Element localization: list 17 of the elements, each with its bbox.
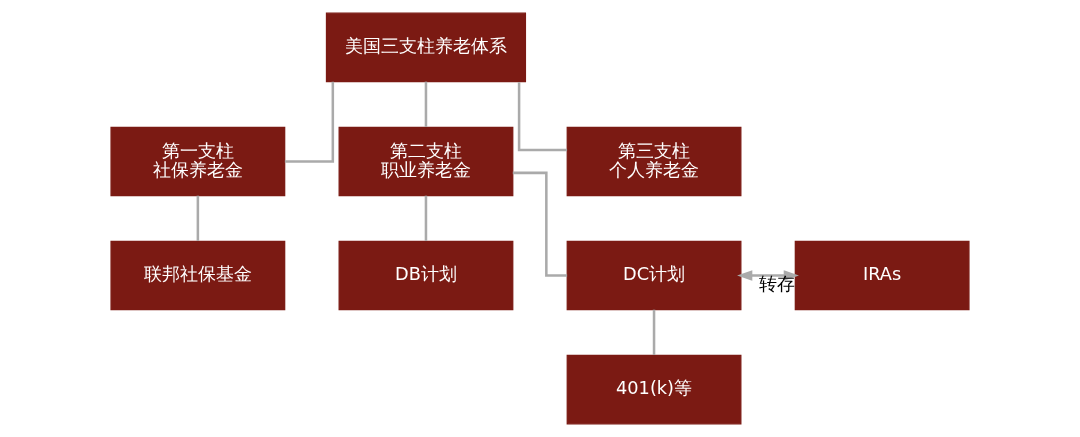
node-box: 401(k)等 [566,354,742,425]
node-box: IRAs [794,240,970,311]
node-box: 美国三支柱养老体系 [325,12,527,83]
connector [196,195,200,241]
connector [512,171,568,277]
node-box: DB计划 [338,240,514,311]
node-box: 第一支柱 社保养老金 [110,126,286,197]
node-box: 联邦社保基金 [110,240,286,311]
connector [424,195,428,241]
connector [284,81,335,163]
node-box: 第二支柱 职业养老金 [338,126,514,197]
node-box: 第三支柱 个人养老金 [566,126,742,197]
connector [424,81,428,127]
connector [517,82,568,152]
connector [652,309,656,355]
edge-label: 转存 [759,273,796,294]
node-box: DC计划 [566,240,742,311]
